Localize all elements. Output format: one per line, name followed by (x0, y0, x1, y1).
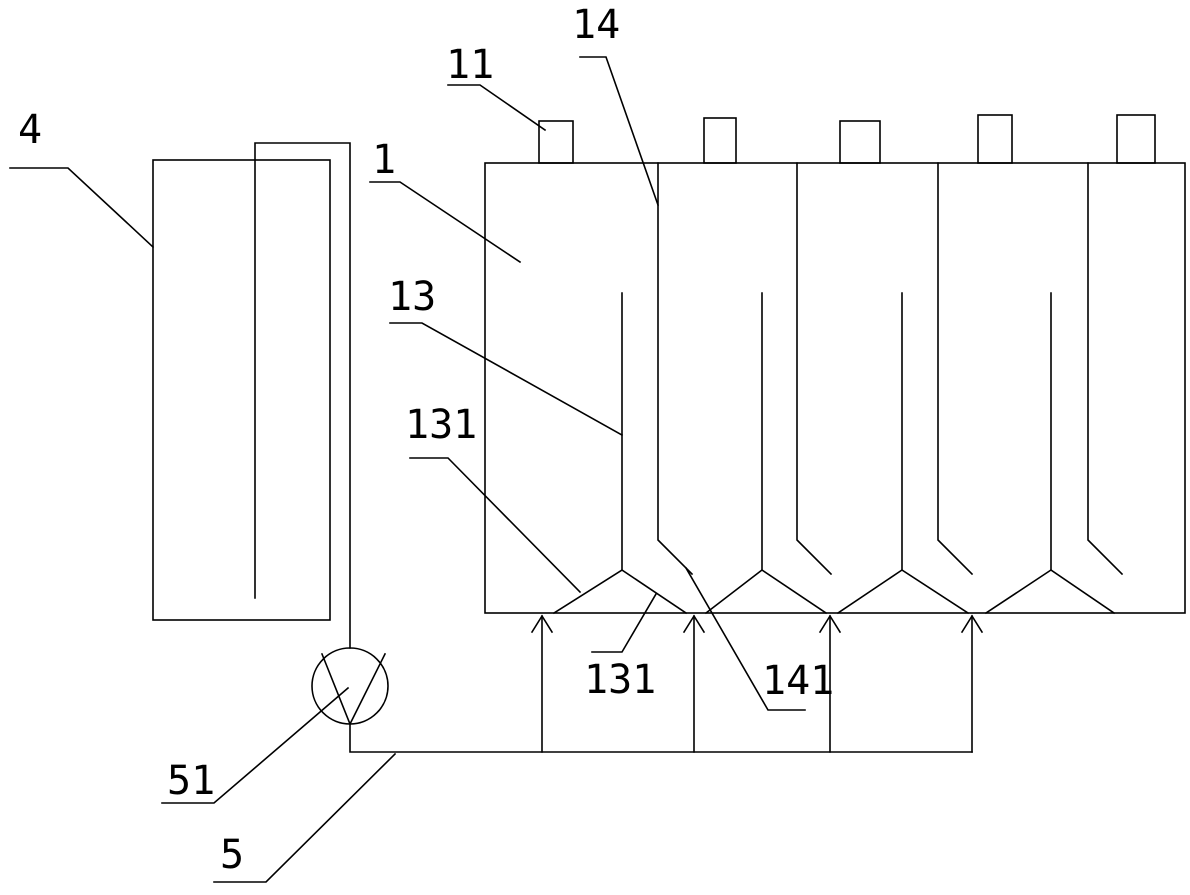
arrow-3 (818, 614, 842, 634)
leader-4 (9, 167, 155, 249)
label-14: 14 (572, 2, 620, 48)
leader-11 (447, 84, 547, 132)
label-11: 11 (446, 42, 494, 88)
label-131-left: 131 (405, 402, 477, 448)
leader-13 (389, 322, 624, 437)
baffle-13-c (836, 292, 903, 615)
label-1: 1 (372, 137, 396, 183)
leader-141 (684, 566, 806, 711)
baffle-13-d (984, 292, 1052, 615)
arrow-1 (530, 614, 554, 634)
label-51: 51 (167, 758, 215, 804)
partition-14-b (796, 162, 833, 576)
chevron-131-b (760, 568, 828, 615)
label-4: 4 (18, 107, 42, 153)
tank-4 (152, 159, 331, 621)
arrow-4 (960, 614, 984, 634)
cap-11-c (839, 120, 881, 164)
leader-51 (161, 686, 350, 804)
arrow-2 (682, 614, 706, 634)
cap-11-a (538, 120, 574, 164)
baffle-13-a (552, 292, 623, 615)
partition-14-a (657, 162, 694, 576)
leader-1 (369, 181, 522, 264)
chevron-131-d (1049, 568, 1116, 615)
cap-11-b (703, 117, 737, 164)
label-5: 5 (220, 832, 244, 878)
leader-14 (579, 56, 660, 207)
label-131-bottom: 131 (584, 657, 656, 703)
partition-14-d (1087, 162, 1124, 576)
cap-11-d (977, 114, 1013, 164)
main-pipe-5 (349, 723, 973, 753)
leader-5 (213, 752, 397, 883)
label-13: 13 (388, 274, 436, 320)
leader-131-bottom (591, 592, 658, 653)
chevron-131-c (900, 568, 970, 615)
partition-14-c (937, 162, 974, 576)
suction-pipe (254, 142, 351, 649)
tank-1 (484, 162, 1186, 614)
label-141: 141 (762, 658, 834, 704)
leader-131-left (409, 457, 582, 594)
baffle-13-b (704, 292, 763, 615)
chevron-131-a (620, 568, 688, 615)
cap-11-e (1116, 114, 1156, 164)
